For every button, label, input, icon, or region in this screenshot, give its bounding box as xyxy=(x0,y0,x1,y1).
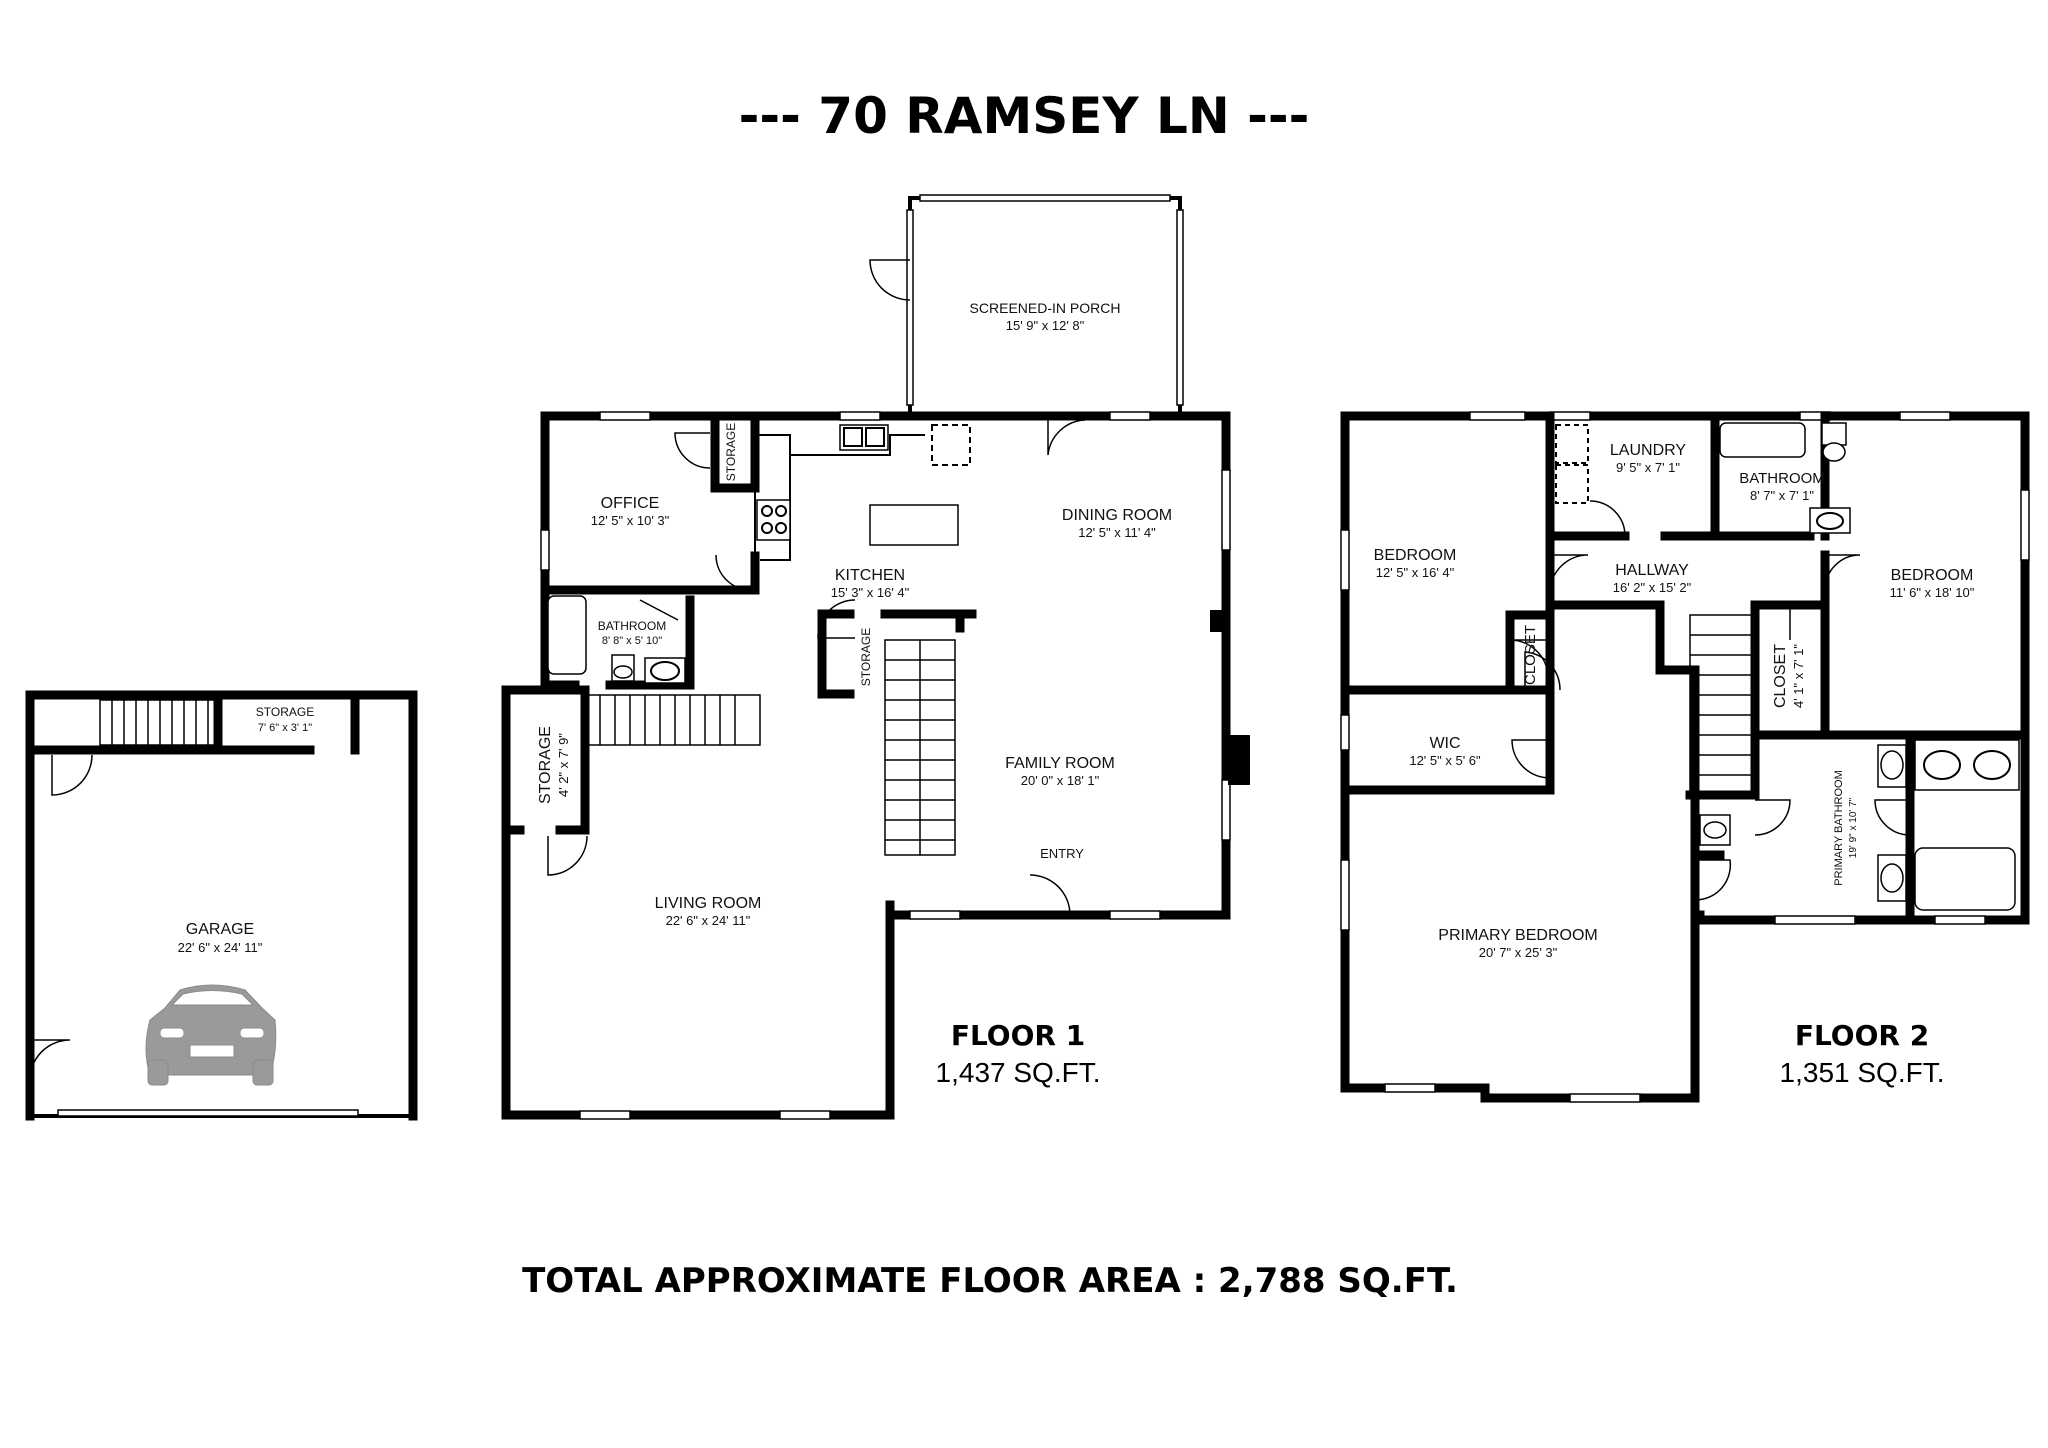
sink-icon xyxy=(843,427,885,447)
toilet-icon xyxy=(611,654,635,682)
room-dim: 7' 6" x 3' 1" xyxy=(258,722,312,734)
door-swing-icon xyxy=(29,754,93,1081)
room-label: STORAGE xyxy=(724,423,738,481)
room-label: CLOSET xyxy=(1772,644,1789,708)
bathtub-icon xyxy=(547,595,587,675)
stairs-icon xyxy=(884,639,956,856)
room-label: STORAGE xyxy=(859,628,873,686)
stove-icon xyxy=(756,499,791,541)
room-label: PRIMARY BEDROOM xyxy=(1438,927,1597,944)
room-dim: 15' 9" x 12' 8" xyxy=(1006,318,1085,333)
room-dim: 20' 0" x 18' 1" xyxy=(1021,773,1100,788)
room-label: BATHROOM xyxy=(598,619,666,633)
room-label: GARAGE xyxy=(186,921,254,938)
room-label: FAMILY ROOM xyxy=(1005,755,1115,772)
room-label: CLOSET xyxy=(1522,625,1539,685)
car-icon xyxy=(145,984,277,1086)
bathtub-icon xyxy=(1719,422,1806,458)
door-swing-icon xyxy=(869,259,911,301)
room-label: STORAGE xyxy=(256,705,314,719)
room-label: BATHROOM xyxy=(1739,470,1825,487)
room-label: OFFICE xyxy=(601,495,660,512)
room-label: KITCHEN xyxy=(835,567,905,584)
toilet-icon xyxy=(1699,744,1907,902)
room-label: WIC xyxy=(1429,735,1460,752)
sink-icon xyxy=(1914,739,2020,791)
floor-2: BEDROOM 12' 5" x 16' 4" LAUNDRY 9' 5" x … xyxy=(1340,411,2030,1103)
room-dim: 22' 6" x 24' 11" xyxy=(666,913,751,928)
bathtub-icon xyxy=(1914,847,2016,911)
stairs-icon xyxy=(584,694,761,746)
door-swing-icon xyxy=(1509,500,1911,901)
room-label: ENTRY xyxy=(1040,846,1084,861)
room-dim: 12' 5" x 11' 4" xyxy=(1078,525,1156,540)
door-swing-icon xyxy=(547,416,1086,916)
room-dim: 12' 5" x 5' 6" xyxy=(1409,753,1481,768)
garage: STORAGE 7' 6" x 3' 1" GARAGE 22' 6" x 24… xyxy=(25,690,418,1121)
stairs-icon xyxy=(1689,614,1753,796)
room-dim: 9' 5" x 7' 1" xyxy=(1616,460,1680,475)
floor-label: FLOOR 1 xyxy=(951,1019,1085,1052)
room-dim: 16' 2" x 15' 2" xyxy=(1613,580,1692,595)
room-dim: 4' 2" x 7' 9" xyxy=(556,733,571,797)
room-dim: 19' 9" x 10' 7" xyxy=(1848,797,1859,858)
stairs-icon xyxy=(99,699,219,746)
room-label: LIVING ROOM xyxy=(655,895,762,912)
room-dim: 8' 7" x 7' 1" xyxy=(1750,488,1814,503)
floor-area: 1,437 SQ.FT. xyxy=(936,1057,1101,1088)
total-area: TOTAL APPROXIMATE FLOOR AREA : 2,788 SQ.… xyxy=(522,1261,1458,1301)
room-label: SCREENED-IN PORCH xyxy=(970,300,1121,316)
room-dim: 4' 1" x 7' 1" xyxy=(1791,644,1806,708)
room-dim: 15' 3" x 16' 4" xyxy=(831,585,910,600)
room-dim: 12' 5" x 16' 4" xyxy=(1376,565,1455,580)
room-dim: 8' 8" x 5' 10" xyxy=(602,635,662,647)
room-label: BEDROOM xyxy=(1891,567,1974,584)
room-label: HALLWAY xyxy=(1615,562,1689,579)
room-label: LAUNDRY xyxy=(1610,442,1687,459)
room-dim: 22' 6" x 24' 11" xyxy=(178,940,263,955)
room-dim: 12' 5" x 10' 3" xyxy=(591,513,670,528)
room-label: PRIMARY BATHROOM xyxy=(1833,770,1845,886)
room-dim: 11' 6" x 18' 10" xyxy=(1890,585,1975,600)
floor-label: FLOOR 2 xyxy=(1795,1019,1929,1052)
room-label: STORAGE xyxy=(537,726,554,804)
toilet-icon xyxy=(1821,422,1847,462)
floor-1: SCREENED-IN PORCH 15' 9" x 12' 8" xyxy=(501,194,1250,1120)
floor-area: 1,351 SQ.FT. xyxy=(1780,1057,1945,1088)
room-label: DINING ROOM xyxy=(1062,507,1172,524)
room-dim: 20' 7" x 25' 3" xyxy=(1479,945,1558,960)
room-label: BEDROOM xyxy=(1374,547,1457,564)
page-title: --- 70 RAMSEY LN --- xyxy=(739,87,1310,145)
